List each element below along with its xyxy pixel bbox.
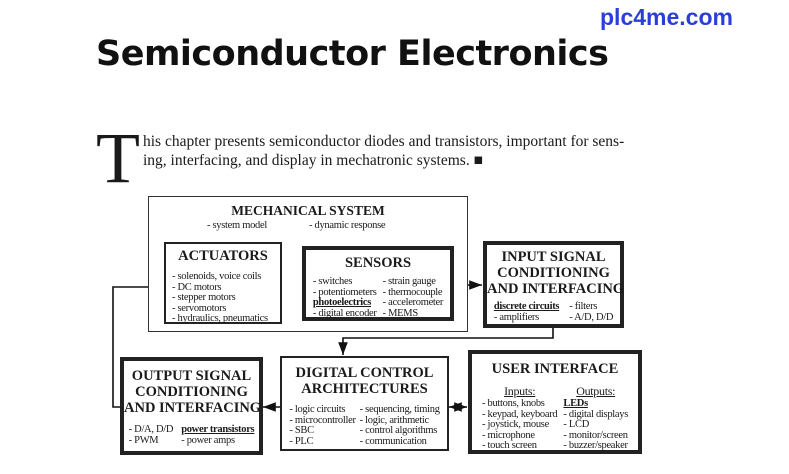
input-title-line: INPUT SIGNAL (501, 249, 606, 265)
actuators-box: ACTUATORS - solenoids, voice coils - DC … (164, 242, 282, 324)
mechanical-item: - system model (207, 220, 267, 231)
actuator-item: - DC motors (172, 281, 222, 293)
ui-output-item: - buzzer/speaker (563, 440, 628, 451)
sensor-item: - potentiometers (312, 286, 377, 298)
actuator-item: - solenoids, voice coils (172, 271, 262, 282)
sensor-item: - digital encoder (312, 307, 377, 319)
digital-item: - PLC (289, 435, 314, 447)
output-item: - D/A, D/D (128, 424, 174, 435)
digital-item: - control algorithms (359, 425, 438, 436)
mechanical-title: MECHANICAL SYSTEM (231, 203, 385, 218)
sensors-title: SENSORS (344, 255, 412, 271)
input-item: - filters (569, 301, 598, 312)
input-signal-box: INPUT SIGNAL CONDITIONING AND INTERFACIN… (483, 241, 624, 328)
digital-control-box: DIGITAL CONTROL ARCHITECTURES - logic ci… (280, 356, 449, 451)
ui-output-item: - LCD (563, 419, 590, 430)
output-signal-box: OUTPUT SIGNAL CONDITIONING AND INTERFACI… (120, 357, 263, 455)
digital-item: - SBC (289, 425, 314, 436)
output-category: power transistors (181, 424, 255, 435)
input-category: discrete circuits (493, 301, 560, 312)
input-item: - A/D, D/D (569, 311, 614, 323)
output-item: - power amps (181, 434, 235, 446)
intro-line-2: ing, interfacing, and display in mechatr… (143, 152, 483, 169)
sensor-item: - switches (312, 276, 353, 287)
digital-item: - communication (359, 435, 427, 447)
ui-input-item: - touch screen (482, 440, 537, 451)
input-title: INPUT SIGNAL CONDITIONING AND INTERFACIN… (487, 249, 625, 297)
actuator-item: - stepper motors (172, 292, 236, 303)
ui-output-category: LEDs (563, 398, 588, 409)
actuators-title: ACTUATORS (178, 248, 268, 264)
sensor-item: - accelerometer (382, 297, 444, 308)
output-title-line: OUTPUT SIGNAL (131, 368, 252, 384)
digital-title-line: ARCHITECTURES (301, 381, 428, 397)
ui-input-item: - buttons, knobs (482, 398, 545, 409)
brand-watermark: plc4me.com (600, 4, 733, 30)
input-item: - amplifiers (493, 311, 539, 323)
intro-line-1: his chapter presents semiconductor diode… (143, 133, 625, 150)
sensor-item: - thermocouple (382, 286, 443, 298)
digital-title-line: DIGITAL CONTROL (295, 365, 434, 381)
sensor-item: - strain gauge (382, 276, 436, 287)
ui-output-item: - monitor/screen (563, 429, 628, 441)
actuator-item: - hydraulics, pneumatics (172, 313, 268, 324)
digital-item: - logic, arithmetic (359, 414, 430, 426)
sensor-category: photoelectrics (312, 297, 372, 308)
output-item: - PWM (128, 434, 159, 446)
sensor-item: - MEMS (382, 307, 419, 319)
ui-input-item: - joystick, mouse (482, 419, 549, 430)
ui-input-item: - microphone (482, 429, 535, 441)
mechanical-item: - dynamic response (309, 220, 386, 231)
input-title-line: CONDITIONING (497, 265, 610, 281)
ui-inputs-label: Inputs: (504, 384, 536, 398)
ui-output-item: - digital displays (563, 408, 628, 420)
output-title-line: CONDITIONING (135, 384, 248, 400)
output-title-line: AND INTERFACING (124, 400, 262, 416)
ui-title: USER INTERFACE (491, 361, 619, 377)
user-interface-box: USER INTERFACE Inputs: - buttons, knobs … (468, 350, 642, 454)
ui-outputs-label: Outputs: (576, 384, 616, 398)
digital-item: - sequencing, timing (359, 404, 440, 415)
ui-input-item: - keypad, keyboard (482, 408, 558, 420)
digital-item: - microcontroller (289, 414, 356, 426)
actuator-item: - servomotors (172, 302, 227, 314)
page-title: Semiconductor Electronics (96, 34, 609, 74)
input-title-line: AND INTERFACING (487, 281, 625, 297)
sensors-box: SENSORS - switches - potentiometers phot… (302, 246, 454, 321)
digital-title: DIGITAL CONTROL ARCHITECTURES (282, 365, 447, 397)
output-title: OUTPUT SIGNAL CONDITIONING AND INTERFACI… (124, 368, 262, 416)
drop-cap: T (96, 118, 140, 198)
digital-item: - logic circuits (289, 404, 346, 415)
